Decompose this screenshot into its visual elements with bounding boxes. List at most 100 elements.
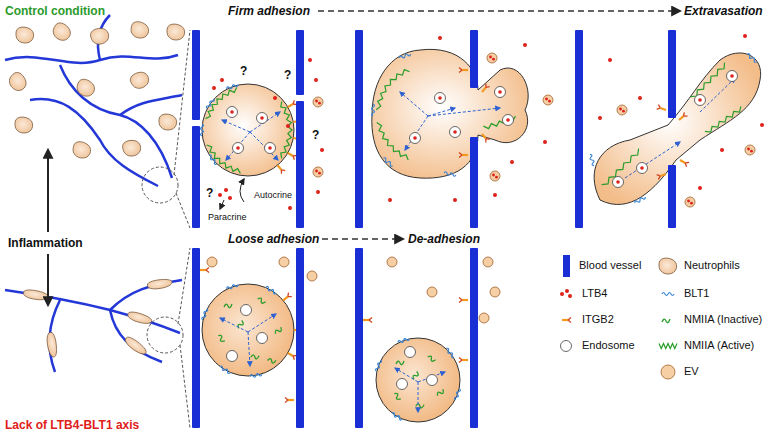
ltb4-dot — [638, 96, 642, 100]
endosome — [410, 133, 421, 144]
flow-arrow — [418, 382, 419, 412]
process-arrow — [47, 150, 49, 232]
flow-arrow — [248, 332, 250, 366]
blt1-receptor — [391, 412, 403, 421]
nmiia-active — [376, 70, 409, 110]
extracellular-vesicle — [479, 313, 489, 323]
stage-title: Loose adhesion — [228, 232, 319, 246]
vessel-branch — [110, 310, 162, 362]
endosome — [561, 341, 572, 352]
neutrophil — [121, 138, 142, 158]
blt1-receptor — [444, 171, 456, 176]
neutrophil — [23, 289, 49, 301]
nmiia-inactive — [427, 355, 435, 363]
question-mark: ? — [206, 186, 213, 200]
extracellular-vesicle — [427, 287, 437, 297]
extracellular-vesicle — [483, 257, 493, 267]
nmiia-inactive — [662, 319, 670, 323]
ltb4-dot — [568, 294, 572, 298]
ltb4-dot — [268, 146, 272, 150]
ltb4-dot — [545, 98, 548, 101]
blt1-receptor — [250, 373, 262, 378]
blt1-receptor — [208, 154, 218, 165]
ltb4-dot — [743, 34, 747, 38]
ltb4-dot — [413, 136, 417, 140]
itgb2-stem — [562, 319, 568, 321]
neutrophil — [159, 114, 177, 130]
blood-vessel — [355, 248, 363, 428]
ltb4-dot — [224, 188, 228, 192]
nmiia-inactive — [436, 389, 445, 396]
extracellular-vesicle — [207, 257, 217, 267]
itgb2-head — [280, 168, 286, 174]
itgb2-symbol — [480, 83, 490, 93]
ltb4-dot — [720, 148, 724, 152]
itgb2-symbol — [287, 151, 297, 160]
extracellular-vesicle — [313, 97, 323, 107]
zoom-line — [176, 193, 190, 228]
blood-vessel — [296, 248, 304, 428]
ltb4-dot — [698, 186, 702, 190]
vessel-branch — [30, 99, 158, 186]
neutrophil — [16, 27, 34, 43]
vessel-network — [5, 278, 182, 372]
nmiia-active — [205, 87, 236, 118]
itgb2-stem — [679, 116, 684, 120]
nmiia-active — [659, 344, 677, 349]
itgb2-head — [459, 153, 462, 158]
ltb4-dot — [616, 180, 620, 184]
flow-arrow — [700, 78, 735, 112]
ltb4-dot — [438, 36, 442, 40]
neutrophil — [127, 311, 153, 326]
legend-label: ITGB2 — [582, 313, 614, 326]
flow-arrow — [250, 132, 278, 160]
ltb4-dot — [320, 148, 324, 152]
itgb2-head — [484, 137, 490, 143]
itgb2-head — [682, 112, 688, 118]
blt1-receptor — [201, 124, 204, 136]
ltb4-dot — [314, 78, 318, 82]
ltb4-dot — [288, 206, 292, 210]
flow-arrow — [250, 112, 280, 132]
itgb2-stem — [660, 108, 666, 110]
ltb4-dot — [212, 86, 216, 90]
question-mark: ? — [312, 128, 319, 142]
nmiia-inactive — [394, 392, 401, 401]
ltb4-dot — [690, 202, 693, 205]
extracellular-vesicle — [279, 257, 289, 267]
itgb2-head — [484, 83, 490, 89]
flow-arrow — [222, 120, 250, 132]
itgb2-symbol — [459, 358, 468, 363]
legend-label: Endosome — [582, 339, 635, 352]
firm-adhesion-scene — [201, 58, 325, 210]
blt1-receptor — [662, 293, 674, 296]
extracellular-vesicle — [307, 271, 317, 281]
annotation: Paracrine — [208, 212, 247, 223]
itgb2-head — [286, 293, 292, 299]
flow-arrow — [405, 116, 428, 150]
panel-title: Lack of LTB4-BLT1 axis — [5, 418, 139, 432]
ltb4-dot — [318, 172, 321, 175]
neutrophil — [75, 77, 97, 98]
neutrophil — [89, 26, 111, 47]
ltb4-dot — [523, 43, 527, 47]
legend-label: NMIIA (Inactive) — [684, 313, 762, 326]
blood-vessel — [470, 137, 478, 228]
neutrophil-cell — [594, 53, 761, 205]
blt1-receptor — [382, 157, 393, 167]
itgb2-head — [459, 358, 462, 363]
panel-title: Control condition — [5, 4, 105, 18]
stage-arrow — [322, 238, 403, 240]
nmiia-inactive — [396, 361, 404, 365]
itgb2-stem — [283, 297, 288, 301]
itgb2-symbol — [459, 153, 468, 158]
itgb2-head — [657, 105, 662, 111]
ltb4-dot — [560, 292, 564, 296]
neutrophil-cell — [372, 49, 528, 178]
ltb4-dot — [492, 58, 495, 61]
blt1-receptor — [399, 53, 411, 60]
question-mark: ? — [284, 68, 291, 82]
extracellular-vesicle — [487, 53, 497, 63]
neutrophil-cell — [376, 338, 460, 422]
